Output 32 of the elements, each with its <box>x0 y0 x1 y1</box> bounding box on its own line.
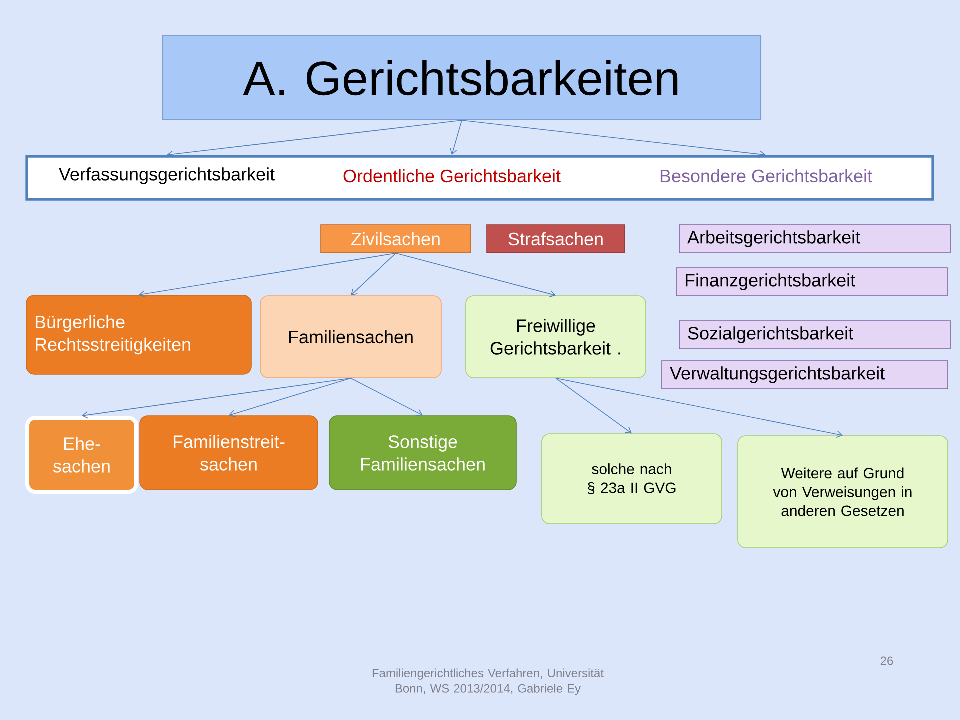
category-text: Verfassungsgerichtsbarkeit <box>59 168 275 184</box>
category-box: Strafsachen <box>486 224 626 254</box>
arrow <box>396 253 556 298</box>
category-band <box>26 155 934 201</box>
matter-box: Freiwillige Gerichtsbarkeit . <box>466 296 646 378</box>
matter-box: Familienstreit- sachen <box>140 416 318 490</box>
matter-box: Ehe- sachen <box>26 416 138 494</box>
arrow <box>556 378 632 434</box>
category-box: Zivilsachen <box>320 224 472 254</box>
court-box: Verwaltungsgerichtsbarkeit <box>662 360 948 390</box>
arrow <box>229 378 352 418</box>
court-box: Arbeitsgerichtsbarkeit <box>679 224 951 254</box>
footer-text: Familiengerichtliches Verfahren, Universität Bonn, WS 2013/2014, Gabriele Ey <box>372 668 604 696</box>
page-number: 26 <box>880 656 894 666</box>
matter-box: Sonstige Familiensachen <box>329 416 517 490</box>
matter-box: solche nach § 23a II GVG <box>542 434 722 524</box>
matter-box: Familiensachen <box>260 296 442 378</box>
arrow <box>351 253 396 296</box>
arrow <box>82 378 352 419</box>
matter-box: Weitere auf Grund von Verweisungen in anderen Gesetzen <box>738 436 948 548</box>
category-text: Besondere Gerichtsbarkeit <box>660 169 872 183</box>
arrow <box>450 120 462 156</box>
title-box: A. Gerichtsbarkeiten <box>162 35 762 121</box>
court-box: Sozialgerichtsbarkeit <box>679 320 951 350</box>
arrow <box>462 120 766 158</box>
arrow <box>167 120 462 158</box>
court-box: Finanzgerichtsbarkeit <box>676 268 948 296</box>
arrow <box>556 378 843 438</box>
arrow <box>350 378 423 416</box>
arrow <box>139 253 396 298</box>
category-text: Ordentliche Gerichtsbarkeit <box>344 169 561 183</box>
matter-box: Bürgerliche Rechtsstreitigkeiten <box>26 295 252 375</box>
